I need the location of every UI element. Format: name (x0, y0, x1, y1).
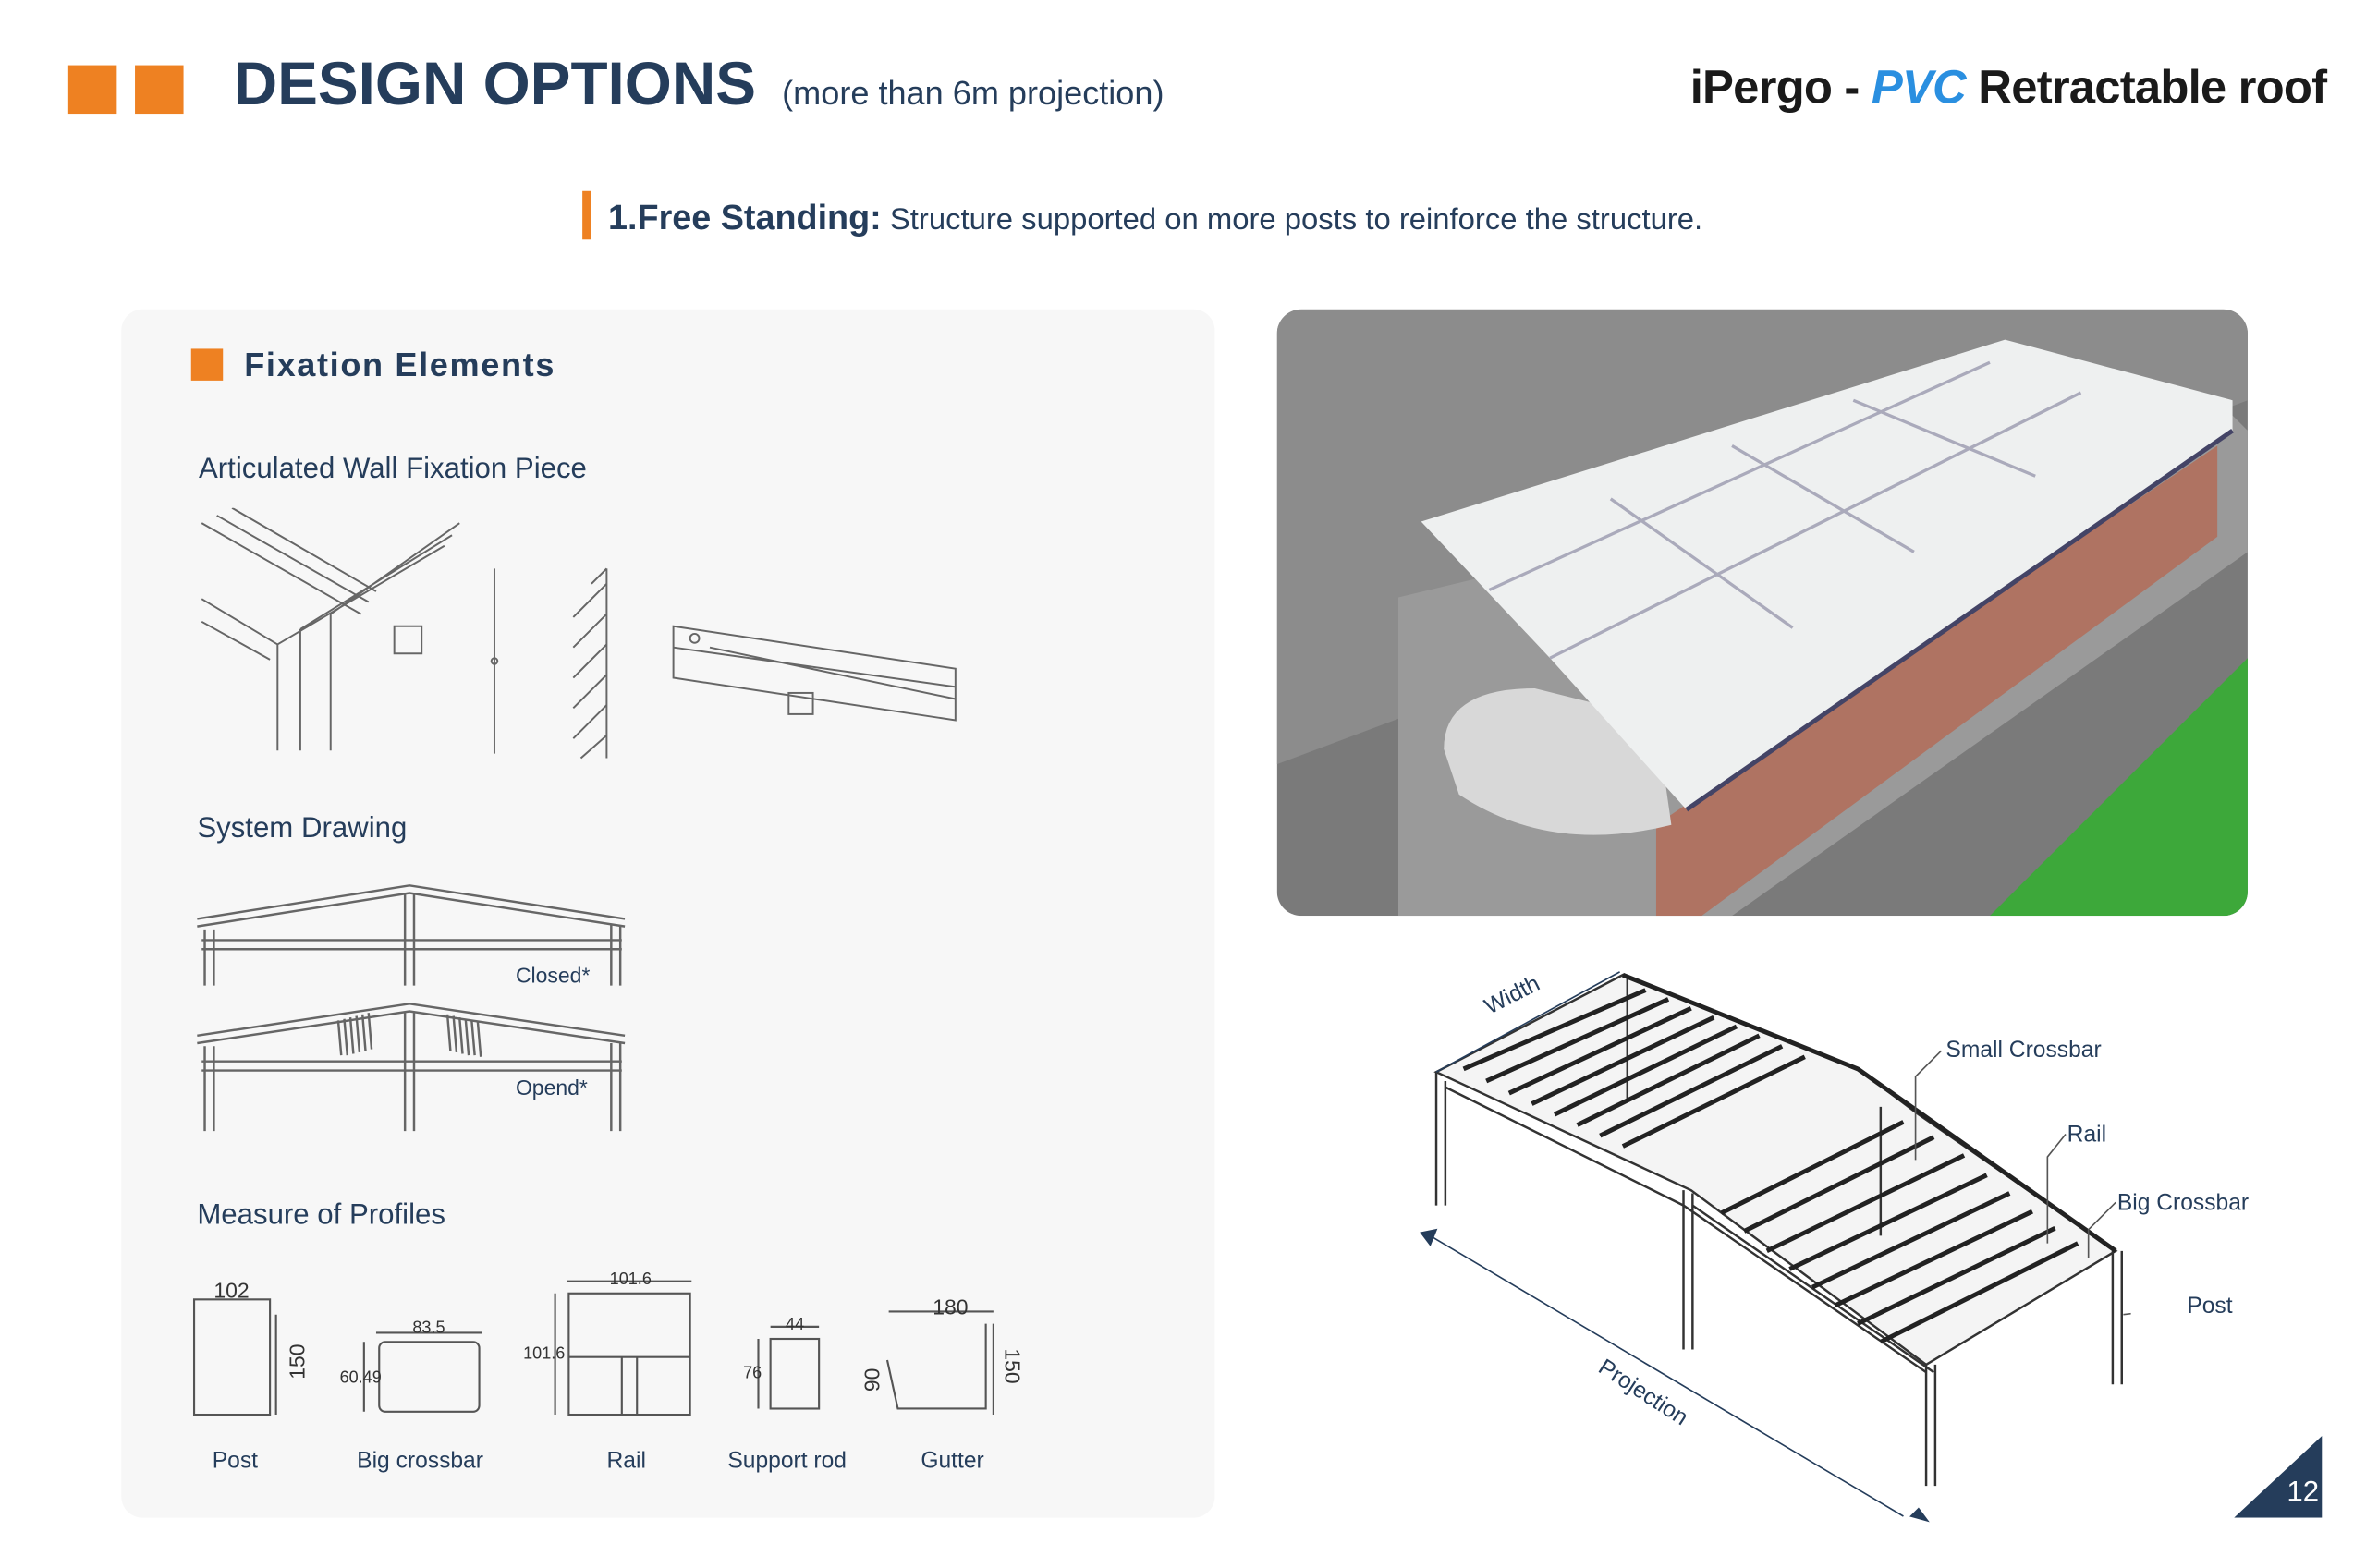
profile-drawings (192, 1280, 994, 1416)
option-description: Structure supported on more posts to rei… (889, 202, 1703, 237)
support-rod-width-dim: 44 (786, 1316, 805, 1335)
post-height-dim: 150 (284, 1343, 310, 1380)
rail-callout: Rail (2067, 1122, 2107, 1149)
rail-width-dim: 101.6 (609, 1270, 652, 1289)
option-label: 1.Free Standing: (608, 197, 882, 237)
post-width-dim: 102 (213, 1278, 250, 1303)
system-drawing-label: System Drawing (197, 812, 408, 845)
profile-name-support-rod: Support rod (727, 1448, 847, 1475)
gutter-profile (885, 1310, 994, 1416)
profile-name-gutter: Gutter (921, 1448, 984, 1475)
fixation-panel (121, 309, 1215, 1518)
brand-prefix: iPergo - (1689, 60, 1872, 115)
page-title: DESIGN OPTIONS (more than 6m projection) (234, 52, 1165, 120)
section-heading: Fixation Elements (244, 346, 556, 384)
brand-pvc: PVC (1871, 60, 1967, 115)
post-callout: Post (2187, 1293, 2233, 1319)
page-number-corner (2234, 1436, 2323, 1518)
rail-height-dim: 101.6 (523, 1344, 566, 1364)
wall-fixation-drawing (201, 507, 957, 760)
accent-square-icon (67, 65, 117, 115)
big-crossbar-height-dim: 60.49 (339, 1368, 382, 1388)
wall-piece-label: Articulated Wall Fixation Piece (198, 453, 587, 486)
option-subheading: 1.Free Standing: Structure supported on … (582, 190, 1703, 240)
gutter-left-height-dim: 90 (860, 1367, 884, 1392)
closed-label: Closed* (515, 963, 591, 988)
gutter-right-height-dim: 150 (1000, 1348, 1025, 1384)
accent-square-icon (135, 65, 184, 115)
rooftop-render-image (1276, 309, 2248, 917)
title-text: DESIGN OPTIONS (233, 51, 757, 118)
gutter-width-dim: 180 (933, 1295, 969, 1319)
system-drawing (197, 884, 626, 1132)
big-crossbar-callout: Big Crossbar (2116, 1190, 2250, 1217)
small-crossbar-callout: Small Crossbar (1945, 1037, 2102, 1064)
brand-suffix: Retractable roof (1965, 60, 2327, 115)
brand-logo: iPergo - PVC Retractable roof (1690, 61, 2327, 115)
support-rod-profile (769, 1337, 821, 1410)
big-crossbar-width-dim: 83.5 (412, 1319, 445, 1338)
profiles-label: Measure of Profiles (197, 1199, 445, 1232)
post-profile (192, 1298, 272, 1416)
big-crossbar-profile (378, 1341, 481, 1413)
page-number: 12 (2287, 1477, 2320, 1509)
title-subtitle: (more than 6m projection) (782, 74, 1165, 113)
profile-name-post: Post (212, 1448, 258, 1475)
section-square-icon (190, 348, 224, 381)
rail-profile (567, 1292, 691, 1416)
structure-diagram (1420, 971, 2131, 1523)
opened-label: Opend* (515, 1075, 588, 1100)
profile-name-big-crossbar: Big crossbar (357, 1448, 483, 1475)
support-rod-height-dim: 76 (743, 1364, 762, 1383)
profile-name-rail: Rail (606, 1448, 646, 1475)
